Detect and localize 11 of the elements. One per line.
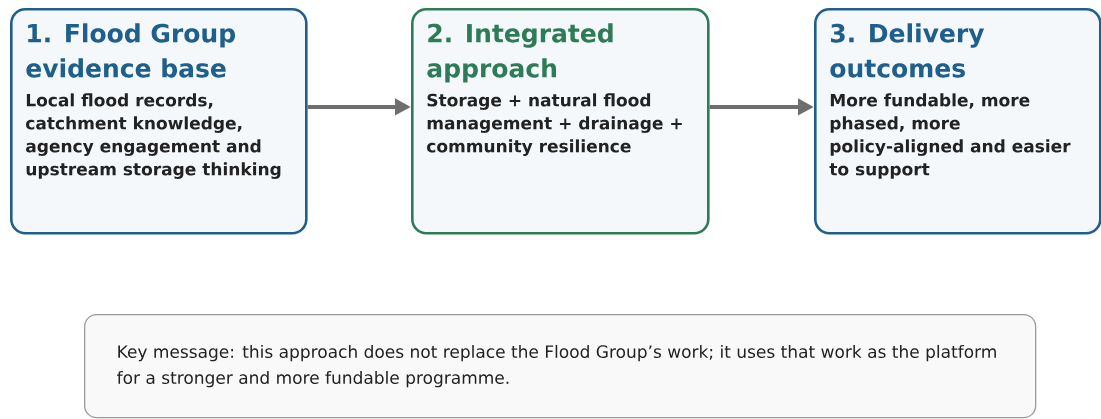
step-box [814, 8, 1101, 235]
step-title: 2. Integrated approach [427, 23, 613, 83]
message-box [84, 314, 1037, 419]
step-title: 3. Delivery outcomes [830, 23, 985, 78]
step-description: Storage + natural flood management + drainage + community resilience [427, 93, 682, 156]
step-title: 1. Flood Group evidence base [26, 23, 235, 78]
message-text: Key message: this approach does not replace the Flood Group’s work; it uses that work as the platform for a stronger and more fundable programme. [117, 344, 996, 388]
step-description: Local flood records, catchment knowledge, agency engagement and upstream storage thinking [26, 93, 281, 179]
step-description: More fundable, more phased, more policy-aligned and easier to support [829, 93, 1071, 179]
step-box [411, 8, 710, 235]
step-box [10, 8, 308, 235]
